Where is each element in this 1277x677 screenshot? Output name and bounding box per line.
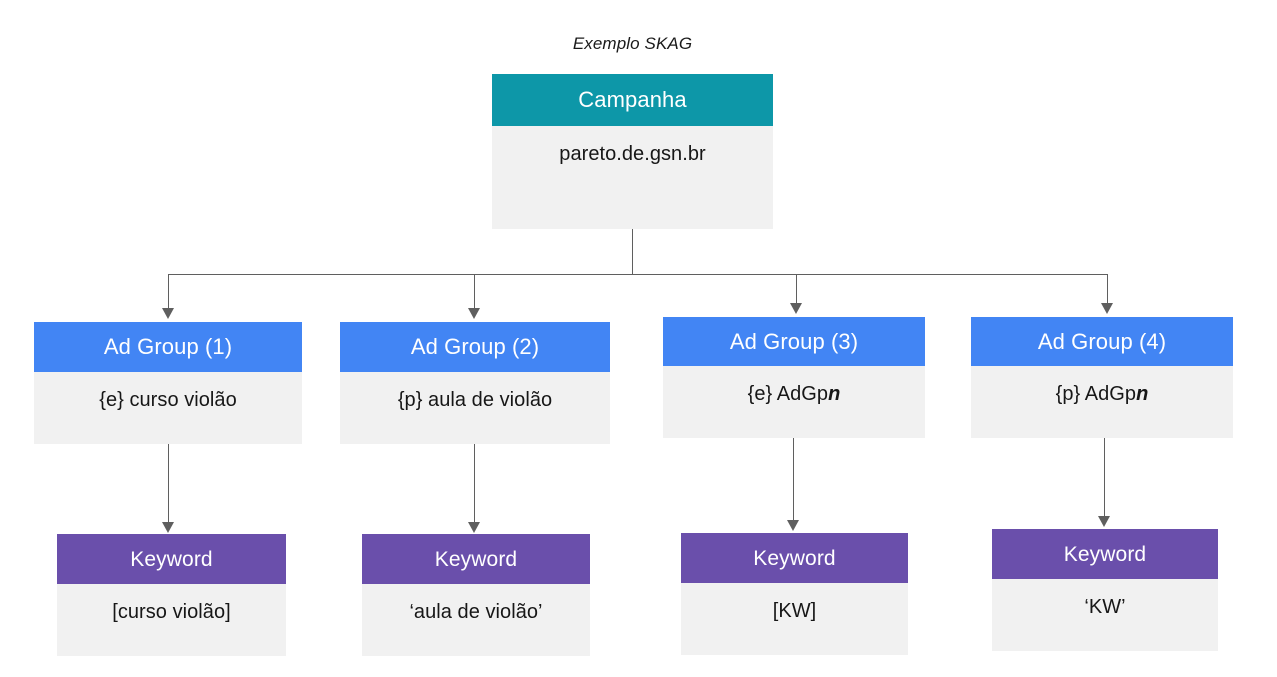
campaign-node-header: Campanha <box>492 74 773 126</box>
keyword-node-3-body: [KW] <box>681 583 908 655</box>
ad-group-node-3-header: Ad Group (3) <box>663 317 925 366</box>
adgroup-arrow-4 <box>1101 303 1113 314</box>
adgroup-drop-connector-4 <box>1107 274 1108 305</box>
ad-group-node-3-body-text: {e} AdGp <box>747 383 829 405</box>
keyword-node-1-header: Keyword <box>57 534 286 584</box>
ad-group-node-1[interactable]: Ad Group (1) {e} curso violão <box>34 322 302 444</box>
keyword-arrow-3 <box>787 520 799 531</box>
ad-group-node-4-header: Ad Group (4) <box>971 317 1233 366</box>
ad-group-node-1-body-text: {e} curso violão <box>99 389 237 411</box>
keyword-node-2-body: ‘aula de violão’ <box>362 584 590 656</box>
ad-group-node-1-body: {e} curso violão <box>34 372 302 444</box>
keyword-arrow-2 <box>468 522 480 533</box>
keyword-connector-2 <box>474 444 475 522</box>
keyword-node-3-header: Keyword <box>681 533 908 583</box>
ad-group-node-2-body: {p} aula de violão <box>340 372 610 444</box>
keyword-node-4-header: Keyword <box>992 529 1218 579</box>
adgroup-arrow-3 <box>790 303 802 314</box>
ad-group-node-2[interactable]: Ad Group (2) {p} aula de violão <box>340 322 610 444</box>
diagram-title: Exemplo SKAG <box>572 34 693 53</box>
keyword-connector-1 <box>168 444 169 522</box>
keyword-node-1[interactable]: Keyword [curso violão] <box>57 534 286 656</box>
campaign-node[interactable]: Campanha pareto.de.gsn.br <box>492 74 773 229</box>
ad-group-node-2-header: Ad Group (2) <box>340 322 610 372</box>
ad-group-node-3-body-italic: n <box>828 383 841 405</box>
campaign-stem-connector <box>632 229 633 275</box>
keyword-node-2[interactable]: Keyword ‘aula de violão’ <box>362 534 590 656</box>
keyword-arrow-4 <box>1098 516 1110 527</box>
keyword-node-2-header: Keyword <box>362 534 590 584</box>
adgroup-arrow-2 <box>468 308 480 319</box>
campaign-node-body: pareto.de.gsn.br <box>492 126 773 229</box>
keyword-arrow-1 <box>162 522 174 533</box>
adgroup-bus-connector <box>168 274 1107 275</box>
adgroup-arrow-1 <box>162 308 174 319</box>
ad-group-node-2-body-text: {p} aula de violão <box>397 389 553 411</box>
ad-group-node-4-body-italic: n <box>1136 383 1149 405</box>
keyword-connector-3 <box>793 438 794 520</box>
adgroup-drop-connector-3 <box>796 274 797 305</box>
keyword-node-4-body: ‘KW’ <box>992 579 1218 651</box>
adgroup-drop-connector-1 <box>168 274 169 310</box>
ad-group-node-4-body-text: {p} AdGp <box>1055 383 1137 405</box>
keyword-connector-4 <box>1104 438 1105 516</box>
keyword-node-4[interactable]: Keyword ‘KW’ <box>992 529 1218 651</box>
keyword-node-1-body: [curso violão] <box>57 584 286 656</box>
keyword-node-3[interactable]: Keyword [KW] <box>681 533 908 655</box>
ad-group-node-1-header: Ad Group (1) <box>34 322 302 372</box>
adgroup-drop-connector-2 <box>474 274 475 310</box>
